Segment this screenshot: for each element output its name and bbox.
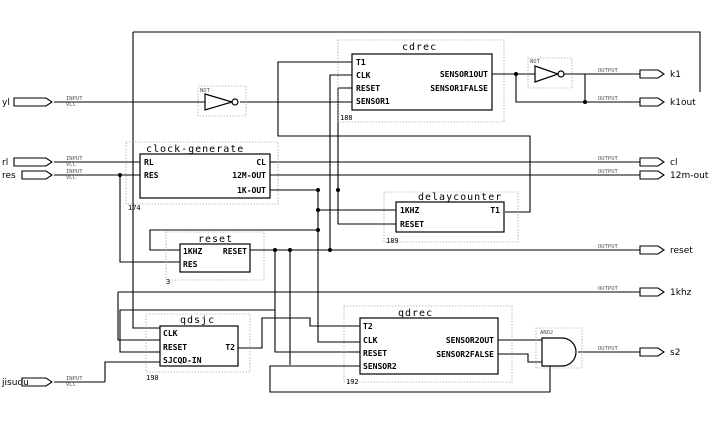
svg-text:SENSOR2FALSE: SENSOR2FALSE — [436, 350, 494, 359]
output-pin-reset: OUTPUT reset — [598, 244, 693, 256]
svg-text:RESET: RESET — [163, 343, 187, 352]
svg-text:1KHZ: 1KHZ — [183, 247, 202, 256]
svg-text:189: 189 — [386, 237, 399, 245]
svg-text:INPUT: INPUT — [66, 156, 83, 162]
svg-text:190: 190 — [146, 374, 159, 382]
output-pin-cl: OUTPUT cl — [598, 156, 677, 168]
svg-text:RES: RES — [183, 260, 198, 269]
svg-text:OUTPUT: OUTPUT — [598, 346, 619, 352]
output-k1-label: k1 — [670, 70, 681, 80]
output-pin-12m-out: OUTPUT 12m-out — [598, 169, 709, 181]
input-yl-label: yl — [2, 98, 10, 108]
input-rl-label: rl — [2, 158, 8, 168]
svg-text:SENSOR1: SENSOR1 — [356, 97, 390, 106]
output-pin-s2: OUTPUT s2 — [598, 346, 680, 358]
svg-text:INPUT: INPUT — [66, 169, 83, 175]
block-qdrec: qdrec T2 CLK RESET SENSOR2 SENSOR2OUT SE… — [343, 305, 513, 386]
output-12m-out-label: 12m-out — [670, 171, 709, 181]
svg-text:CLK: CLK — [356, 71, 371, 80]
output-pin-1khz: OUTPUT 1khz — [598, 286, 692, 298]
output-1khz-label: 1khz — [670, 288, 692, 298]
output-k1out-label: k1out — [670, 98, 696, 108]
svg-text:INPUT: INPUT — [66, 96, 83, 102]
svg-text:SENSOR2OUT: SENSOR2OUT — [446, 336, 494, 345]
output-reset-label: reset — [670, 246, 693, 256]
output-pin-k1out: OUTPUT k1out — [598, 96, 696, 108]
svg-text:VCC: VCC — [66, 382, 76, 388]
svg-text:SJCQD-IN: SJCQD-IN — [163, 356, 202, 365]
block-delaycounter: delaycounter 1KHZ RESET T1 189 — [383, 191, 519, 245]
svg-text:RESET: RESET — [356, 84, 380, 93]
svg-text:OUTPUT: OUTPUT — [598, 96, 619, 102]
svg-text:OUTPUT: OUTPUT — [598, 68, 619, 74]
svg-text:12M-OUT: 12M-OUT — [232, 171, 266, 180]
svg-text:RESET: RESET — [223, 247, 247, 256]
input-pin-rl: rl INPUT VCC — [2, 156, 83, 168]
input-pin-yl: yl INPUT VCC — [2, 96, 83, 108]
block-clock-generate: clock-generate RL RES CL 12M-OUT 1K-OUT … — [125, 141, 279, 212]
wire-junctions — [118, 72, 587, 252]
svg-text:VCC: VCC — [66, 102, 76, 108]
svg-text:3: 3 — [166, 278, 170, 286]
input-pin-res: res INPUT VCC — [2, 169, 83, 181]
block-cdrec: cdrec T1 CLK RESET SENSOR1 SENSOR1OUT SE… — [337, 39, 505, 123]
block-qdsjc: qdsjc CLK RESET SJCQD-IN T2 190 — [145, 313, 251, 382]
svg-text:174: 174 — [128, 204, 141, 212]
input-pin-jisudu: jisudu INPUT VCC — [1, 376, 83, 388]
svg-text:CL: CL — [256, 158, 266, 167]
svg-text:INPUT: INPUT — [66, 376, 83, 382]
svg-text:OUTPUT: OUTPUT — [598, 244, 619, 250]
output-s2-label: s2 — [670, 348, 680, 358]
block-title: qdrec — [398, 308, 433, 319]
svg-text:192: 192 — [346, 378, 359, 386]
svg-text:OUTPUT: OUTPUT — [598, 156, 619, 162]
svg-text:SENSOR1OUT: SENSOR1OUT — [440, 70, 488, 79]
output-pin-k1: OUTPUT k1 — [598, 68, 681, 80]
not-gate-2: NOT — [527, 57, 573, 89]
svg-text:NOT: NOT — [200, 88, 211, 94]
svg-text:RL: RL — [144, 158, 154, 167]
wires — [54, 31, 701, 393]
svg-text:AND2: AND2 — [540, 330, 553, 336]
svg-text:RESET: RESET — [363, 349, 387, 358]
not-gate-1: NOT — [197, 85, 247, 117]
block-title: reset — [198, 234, 233, 245]
block-title: delaycounter — [418, 192, 502, 203]
block-title: cdrec — [402, 42, 437, 53]
svg-text:SENSOR1FALSE: SENSOR1FALSE — [430, 84, 488, 93]
block-title: clock-generate — [146, 144, 244, 155]
block-title: qdsjc — [180, 315, 215, 326]
svg-text:T1: T1 — [356, 58, 366, 67]
output-cl-label: cl — [670, 158, 677, 168]
svg-text:1KHZ: 1KHZ — [400, 206, 419, 215]
svg-text:OUTPUT: OUTPUT — [598, 286, 619, 292]
svg-text:VCC: VCC — [66, 175, 76, 181]
input-res-label: res — [2, 171, 16, 181]
svg-text:T2: T2 — [363, 322, 373, 331]
block-reset: reset 1KHZ RES RESET 3 — [165, 231, 265, 286]
svg-text:SENSOR2: SENSOR2 — [363, 362, 397, 371]
svg-text:OUTPUT: OUTPUT — [598, 169, 619, 175]
svg-text:CLK: CLK — [363, 336, 378, 345]
svg-text:T2: T2 — [225, 343, 235, 352]
svg-text:CLK: CLK — [163, 329, 178, 338]
and-gate: AND2 — [535, 327, 583, 369]
svg-text:RESET: RESET — [400, 220, 424, 229]
svg-text:T1: T1 — [490, 206, 500, 215]
svg-text:188: 188 — [340, 114, 353, 122]
svg-text:VCC: VCC — [66, 162, 76, 168]
input-jisudu-label: jisudu — [1, 378, 29, 388]
svg-text:RES: RES — [144, 171, 159, 180]
svg-text:1K-OUT: 1K-OUT — [237, 186, 266, 195]
svg-text:NOT: NOT — [530, 59, 541, 65]
